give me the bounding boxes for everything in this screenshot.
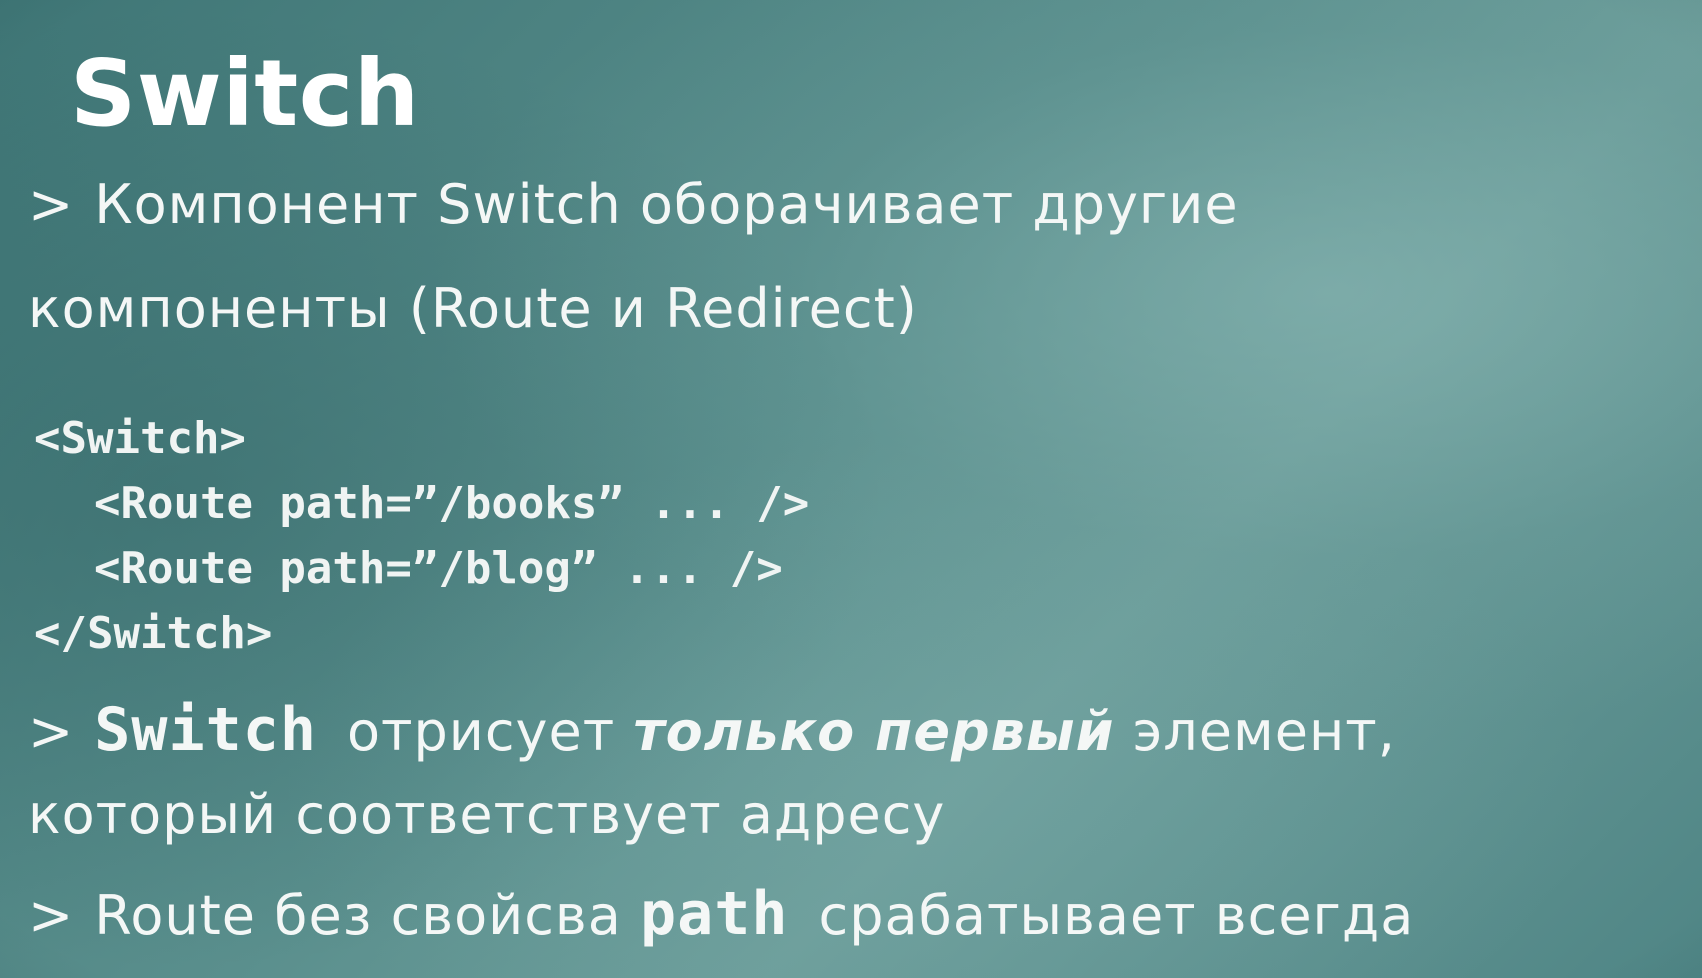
bullet-marker: > xyxy=(28,700,75,763)
emphasis-text: только первый xyxy=(633,700,1115,763)
code-line: <Route path=”/blog” ... /> xyxy=(94,543,783,594)
bullet-text: Компонент Switch оборачивает другие xyxy=(94,173,1239,236)
code-line: <Switch> xyxy=(34,413,246,464)
slide-title: Switch xyxy=(70,40,420,147)
code-example: <Switch> <Route path=”/books” ... /> <Rout… xyxy=(34,406,809,666)
code-word-path: path xyxy=(640,879,789,949)
bullet-text: срабатывает всегда xyxy=(818,884,1415,947)
code-line: <Route path=”/books” ... /> xyxy=(94,478,810,529)
bullet-switch-wraps-continued: компоненты (Route и Redirect) xyxy=(28,282,918,336)
bullet-text: элемент, xyxy=(1132,700,1396,763)
bullet-text: который соответствует адресу xyxy=(28,783,946,846)
bullet-switch-renders-first-continued: который соответствует адресу xyxy=(28,788,945,842)
bullet-marker: > xyxy=(28,884,75,947)
bullet-text: отрисует xyxy=(347,700,616,763)
bullet-switch-wraps: >Компонент Switch оборачивает другие xyxy=(28,178,1239,232)
bullet-text: компоненты (Route и Redirect) xyxy=(28,277,918,340)
code-line: </Switch> xyxy=(34,608,273,659)
code-word-switch: Switch xyxy=(94,695,317,765)
bullet-marker: > xyxy=(28,173,75,236)
bullet-text: Route без свойсва xyxy=(94,884,622,947)
